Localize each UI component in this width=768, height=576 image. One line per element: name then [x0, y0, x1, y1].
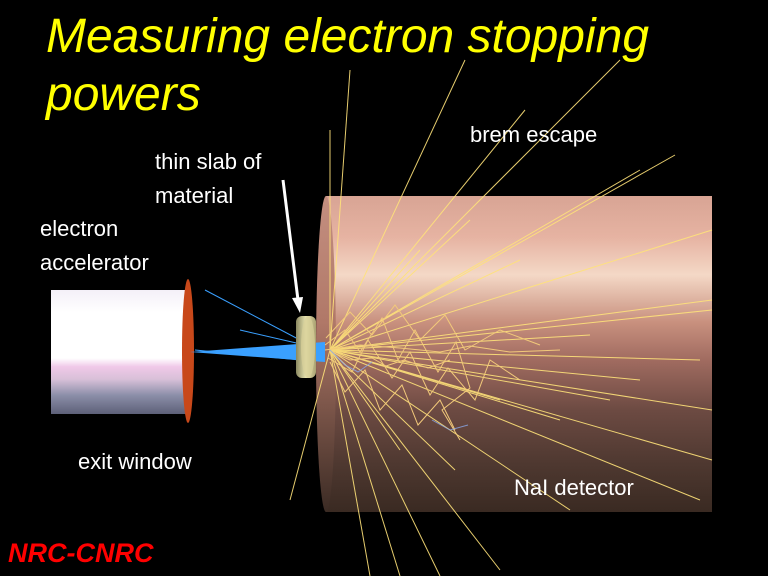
brem-escape-label: brem escape	[470, 122, 598, 147]
thin-slab-label: thin slab of material	[155, 149, 262, 208]
beam-scatter-lines	[194, 289, 306, 361]
exit-window-disc	[182, 279, 194, 423]
thin-slab	[296, 316, 316, 378]
nrc-logo[interactable]: NRC-CNRC	[8, 538, 154, 568]
brem-photon-tracks	[289, 59, 713, 576]
blue-tracks-inside	[329, 349, 469, 431]
detector-label: NaI detector	[514, 475, 634, 500]
accelerator-label: electron accelerator	[40, 216, 149, 275]
exit-window-label: exit window	[78, 449, 192, 474]
white-arrow-icon	[281, 179, 303, 313]
electron-accelerator	[51, 290, 187, 414]
slide-title: Measuring electron stopping powers	[46, 10, 650, 121]
electron-beam	[190, 342, 325, 362]
electron-shower-cluster	[324, 304, 561, 441]
nai-detector	[316, 196, 712, 512]
